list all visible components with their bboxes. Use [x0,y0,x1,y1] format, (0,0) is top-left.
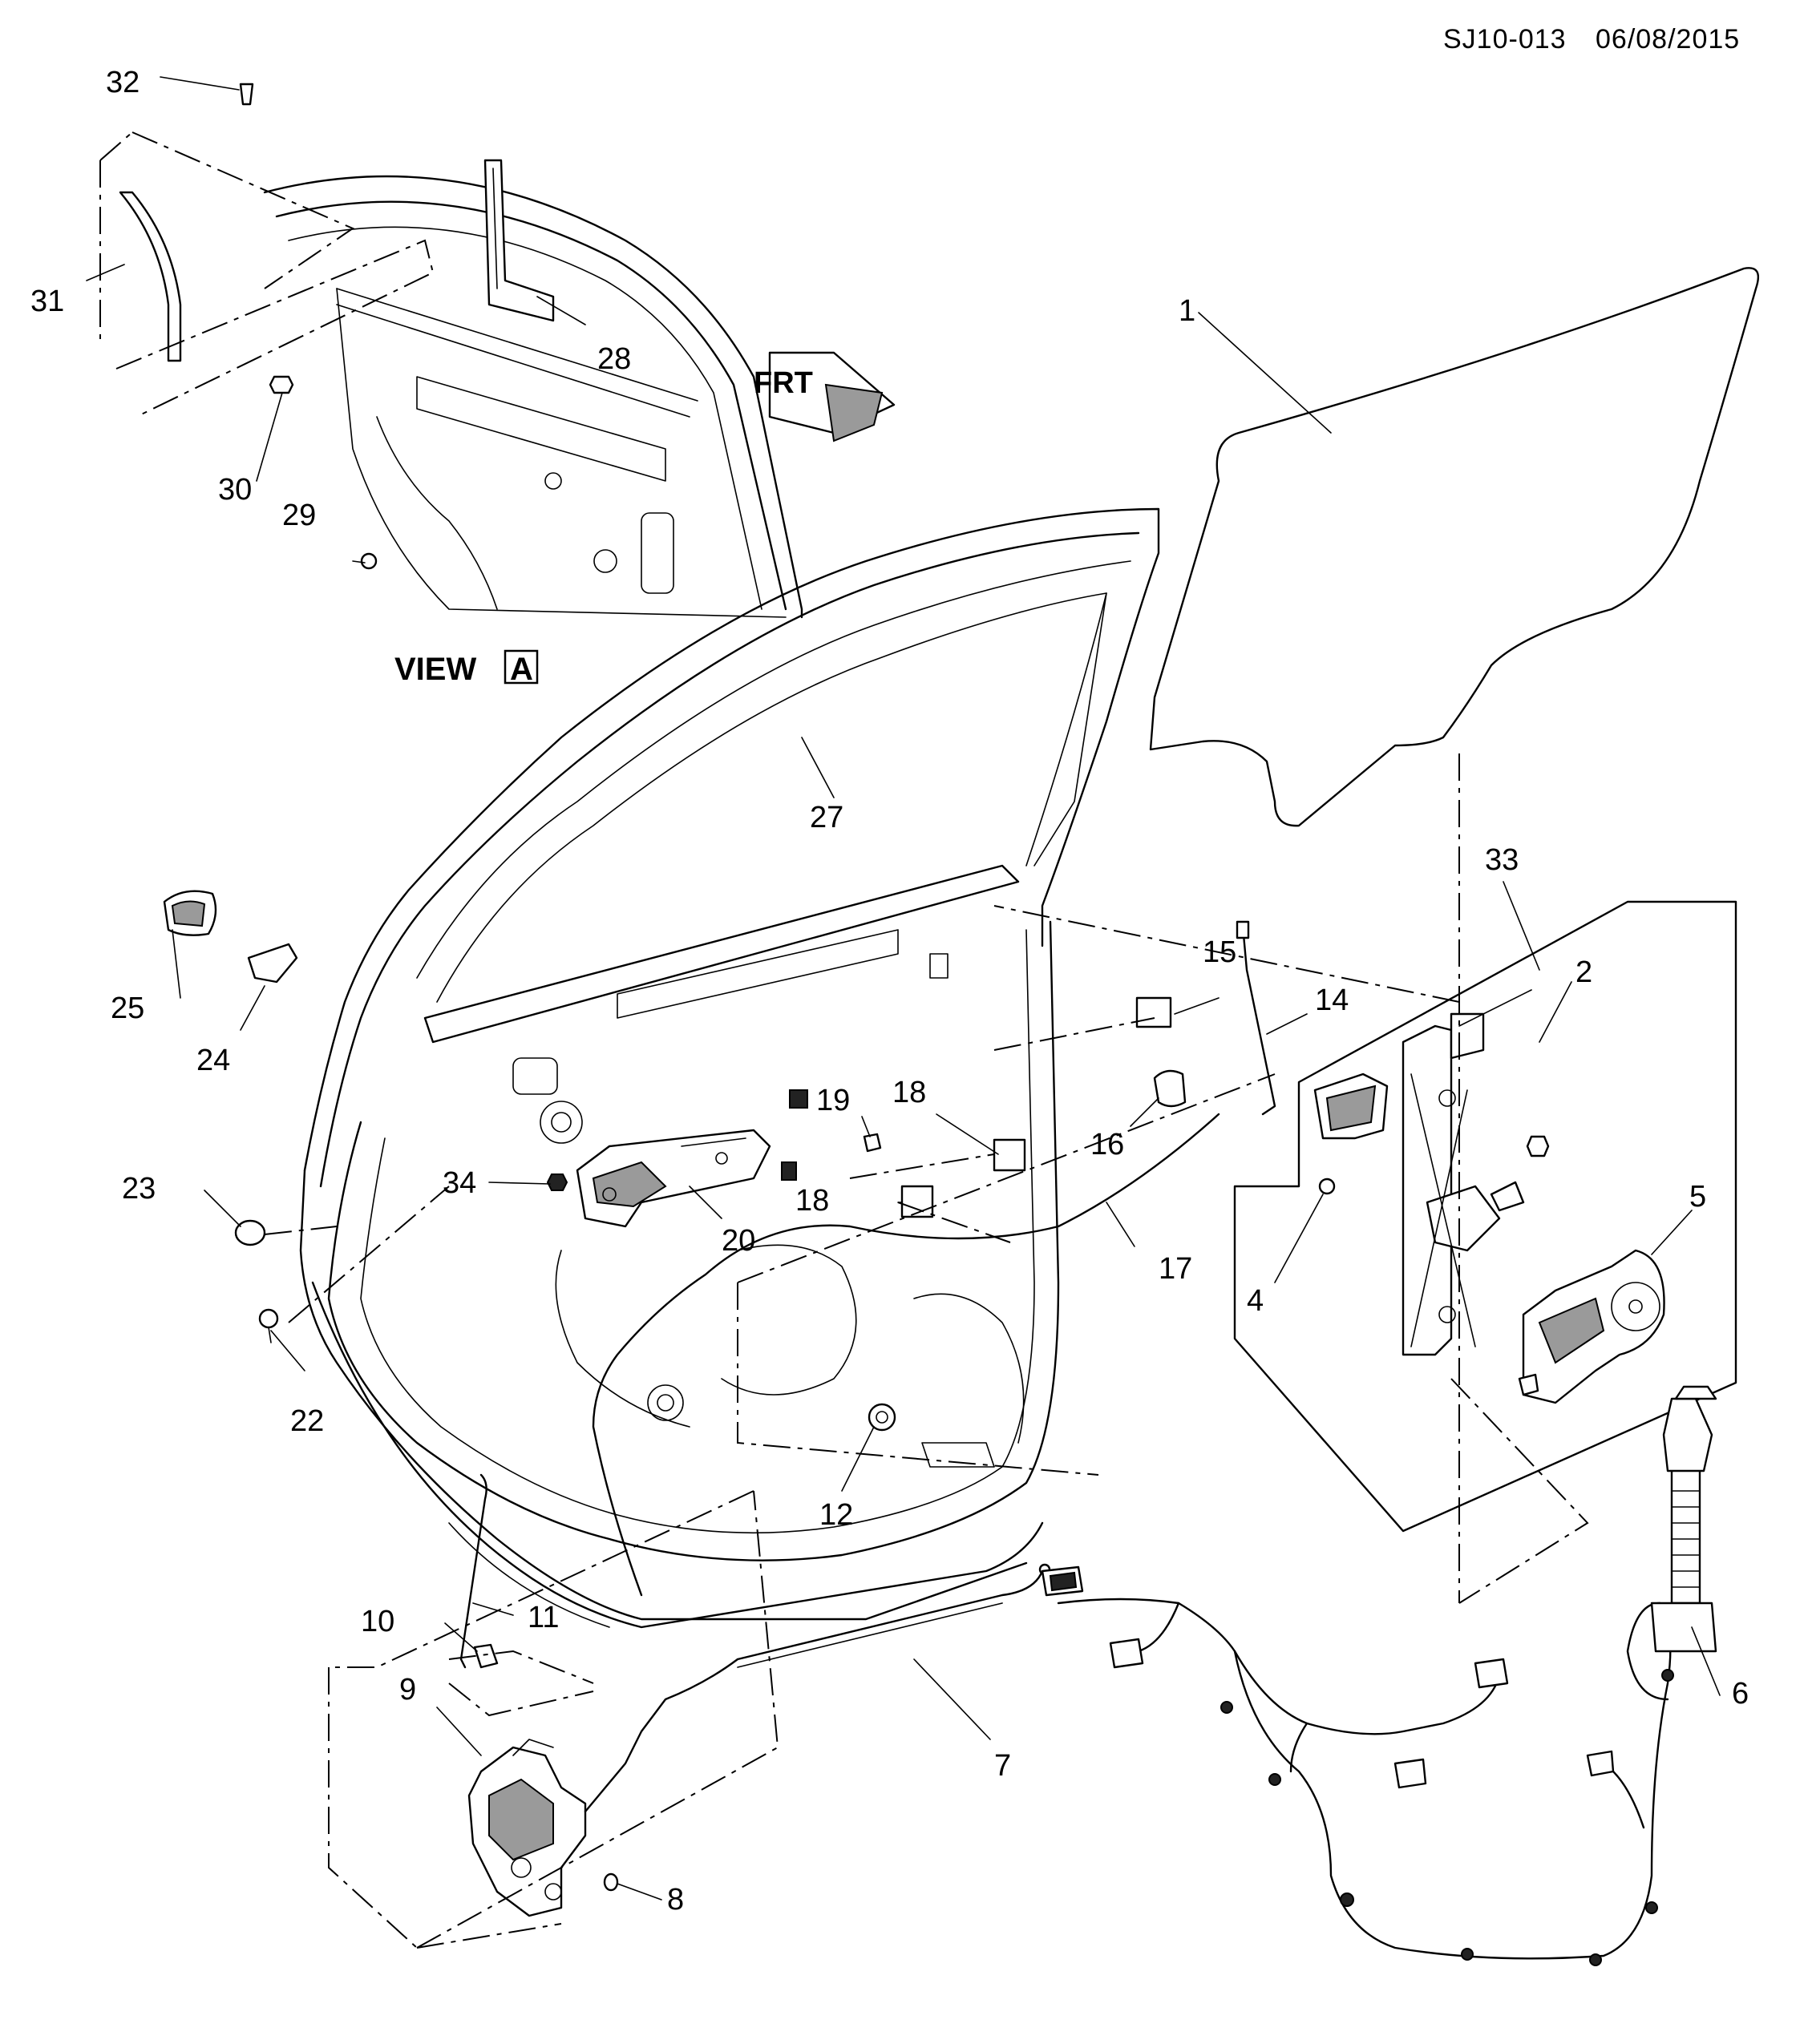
callout-33: 33 [1485,843,1519,877]
diagram-code: SJ10-013 [1443,24,1567,55]
part-10-clip [473,1643,499,1669]
part-15-block [1135,996,1172,1028]
callout-9: 9 [399,1673,416,1707]
part-34-nut [546,1173,568,1191]
part-16-clip [1153,1069,1187,1108]
regulator-dash-2 [1450,1378,1589,1604]
callout-30: 30 [218,473,252,507]
view-a-dash-2 [131,131,355,289]
callout-7: 7 [994,1749,1011,1783]
part-11-rod [459,1473,487,1669]
part-5-regulator-motor [1518,1249,1665,1404]
regulator-dash-1 [993,905,1460,1003]
pad-dash-1 [849,1153,995,1179]
callout-23: 23 [122,1172,156,1206]
callout-28: 28 [597,342,631,376]
callout-16: 16 [1090,1128,1124,1161]
callout-24: 24 [196,1044,230,1077]
callout-2: 2 [1575,955,1592,989]
callout-18-lower: 18 [795,1184,829,1218]
part-29-clip [360,552,378,570]
view-a-text: VIEW [394,652,476,687]
callout-32: 32 [106,66,140,99]
view-a-letter: A [510,652,533,687]
part-17-cable [592,1113,1220,1597]
part-18-pad-lower [900,1185,934,1218]
part-22-push-pin [258,1308,279,1343]
pad-dash-2 [897,1202,1011,1243]
view-a-dash-1 [99,131,133,161]
part-2-window-regulator [1313,1012,1525,1356]
regulator-dash-5 [993,1017,1155,1051]
part-31-trim-strip [119,191,182,362]
part-12-grommet [868,1403,896,1432]
part-14-rod [1236,920,1276,1116]
part-20-inside-handle [576,1129,771,1228]
part-33-regulator-box [1233,900,1737,1533]
part-25-bezel [163,890,217,936]
callout-15: 15 [1203,935,1236,969]
latch-group-dashes [328,1490,779,1949]
callout-25: 25 [111,992,144,1025]
regulator-dash-4 [737,1283,1099,1476]
callout-19: 19 [816,1084,850,1117]
part-8-screw [603,1872,619,1892]
callout-14: 14 [1315,984,1349,1017]
part-24-seal [247,943,298,984]
callout-11: 11 [528,1601,559,1634]
part-9-latch [467,1739,587,1917]
part-30-bolt [269,375,294,394]
pin-dash [288,1186,450,1323]
callout-27: 27 [810,801,843,834]
part-28-bracket [483,159,555,322]
part-7-cable [736,1563,1051,1668]
callout-6: 6 [1732,1677,1749,1711]
callout-5: 5 [1689,1180,1706,1214]
regulator-dash-3 [737,1073,1276,1283]
latch-cable [584,1658,739,1813]
callout-17: 17 [1159,1252,1192,1286]
callout-10: 10 [361,1605,394,1638]
part-23-plug [234,1219,266,1246]
part-19-clip [863,1133,882,1153]
callout-12: 12 [819,1498,853,1532]
plug-dash [264,1226,338,1235]
view-a-dash-4 [115,239,435,418]
diagram-date: 06/08/2015 [1596,24,1740,55]
callout-labels: 1 2 4 5 6 7 8 9 10 11 12 14 15 16 17 18 … [30,66,1749,1917]
main-door-frame [299,507,1160,1629]
leader-lines [86,76,1721,1901]
callout-18-upper: 18 [892,1076,926,1109]
callout-20: 20 [722,1224,755,1258]
part-18-pad-upper [993,1138,1026,1172]
callout-4: 4 [1247,1284,1264,1318]
part-2-bolt [1526,1135,1550,1157]
callout-29: 29 [282,499,316,532]
callout-8: 8 [667,1883,684,1917]
callout-31: 31 [30,285,64,318]
callout-34: 34 [443,1166,476,1200]
leader-33 [1503,881,1540,971]
view-a-inset [263,175,803,619]
front-arrow-label: FRT [754,366,813,400]
front-arrow: FRT [754,351,896,442]
callout-1: 1 [1179,294,1195,328]
part-1-window-glass [1149,267,1760,827]
part-6-wiring-harness [1041,1385,1717,1966]
view-a-label: VIEW A [394,649,539,687]
callout-22: 22 [290,1404,324,1438]
part-4-bolt [1318,1178,1336,1195]
part-32-screw [239,83,254,106]
